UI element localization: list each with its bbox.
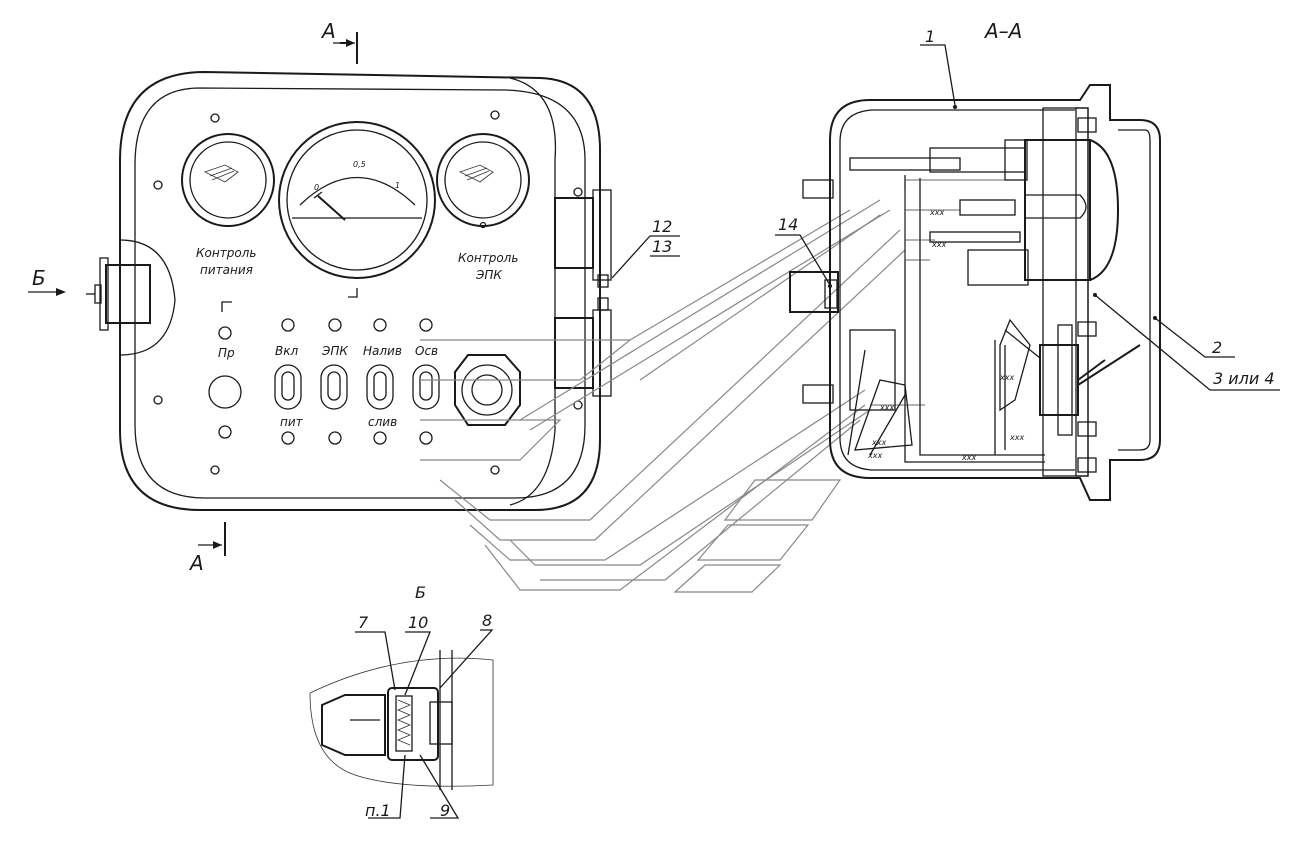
svg-text:xxx: xxx xyxy=(867,451,882,460)
callout-13: 13 xyxy=(652,237,672,256)
gauge-tick-05: 0,5 xyxy=(353,160,366,169)
label-power-line1: Контроль xyxy=(196,246,256,260)
callout-1: 1 xyxy=(925,27,935,46)
callout-9: 9 xyxy=(440,801,450,820)
section-mark-bottom: А xyxy=(188,551,204,575)
front-panel: 0 0,5 1 Контроль питания Контроль ЭПК Пр… xyxy=(86,70,612,511)
switch-label-pr: Пр xyxy=(218,346,235,360)
callout-3-or-4: 3 или 4 xyxy=(1213,369,1275,388)
callout-12: 12 xyxy=(652,217,672,236)
section-aa: xxx xxx xxx xxx xxx xxx xxx xxx А–А xyxy=(789,19,1161,501)
cable-gland xyxy=(454,354,521,426)
svg-text:xxx: xxx xyxy=(999,373,1014,382)
toggle-switch-naliv xyxy=(366,364,394,410)
svg-text:xxx: xxx xyxy=(879,403,894,412)
side-connector xyxy=(86,239,176,356)
svg-text:xxx: xxx xyxy=(961,453,976,462)
toggle-switch-osv xyxy=(412,364,440,410)
svg-text:xxx: xxx xyxy=(871,438,886,447)
svg-text:xxx: xxx xyxy=(1009,433,1024,442)
gauge-tick-1: 1 xyxy=(395,181,400,190)
label-epk-line2: ЭПК xyxy=(475,268,502,282)
view-mark-b: Б xyxy=(32,266,46,290)
label-epk-line1: Контроль xyxy=(458,251,518,265)
callout-10: 10 xyxy=(408,613,428,632)
section-mark-top: А xyxy=(320,19,336,43)
switch-label-pit: пит xyxy=(280,415,304,429)
section-title-aa: А–А xyxy=(983,19,1022,43)
switch-label-epk: ЭПК xyxy=(321,344,348,358)
toggle-switch-epk xyxy=(320,364,348,410)
callout-7: 7 xyxy=(358,613,369,632)
switch-label-naliv: Налив xyxy=(363,344,402,358)
switch-label-sliv: слив xyxy=(368,415,397,429)
section-marker-bottom: А xyxy=(188,522,226,575)
hinge-upper xyxy=(554,189,612,288)
switch-label-osv: Осв xyxy=(415,344,438,358)
view-title-b: Б xyxy=(415,583,426,602)
callout-8: 8 xyxy=(482,611,492,630)
svg-text:xxx: xxx xyxy=(931,240,946,249)
callouts: 1 2 3 или 4 12 13 14 xyxy=(611,27,1280,391)
gauge-tick-0: 0 xyxy=(314,183,319,192)
section-marker-top: А xyxy=(320,19,358,64)
hinge-lower xyxy=(554,297,612,397)
label-power-line2: питания xyxy=(200,263,253,277)
callout-14: 14 xyxy=(778,215,798,234)
view-arrow-b: Б xyxy=(28,266,66,296)
toggle-switch-vkl xyxy=(274,364,302,410)
view-b-detail: Б 7 10 8 п.1 9 xyxy=(309,583,494,820)
switch-label-vkl: Вкл xyxy=(275,344,298,358)
callout-p1: п.1 xyxy=(365,801,391,820)
callout-2: 2 xyxy=(1212,338,1222,357)
svg-text:xxx: xxx xyxy=(929,208,944,217)
